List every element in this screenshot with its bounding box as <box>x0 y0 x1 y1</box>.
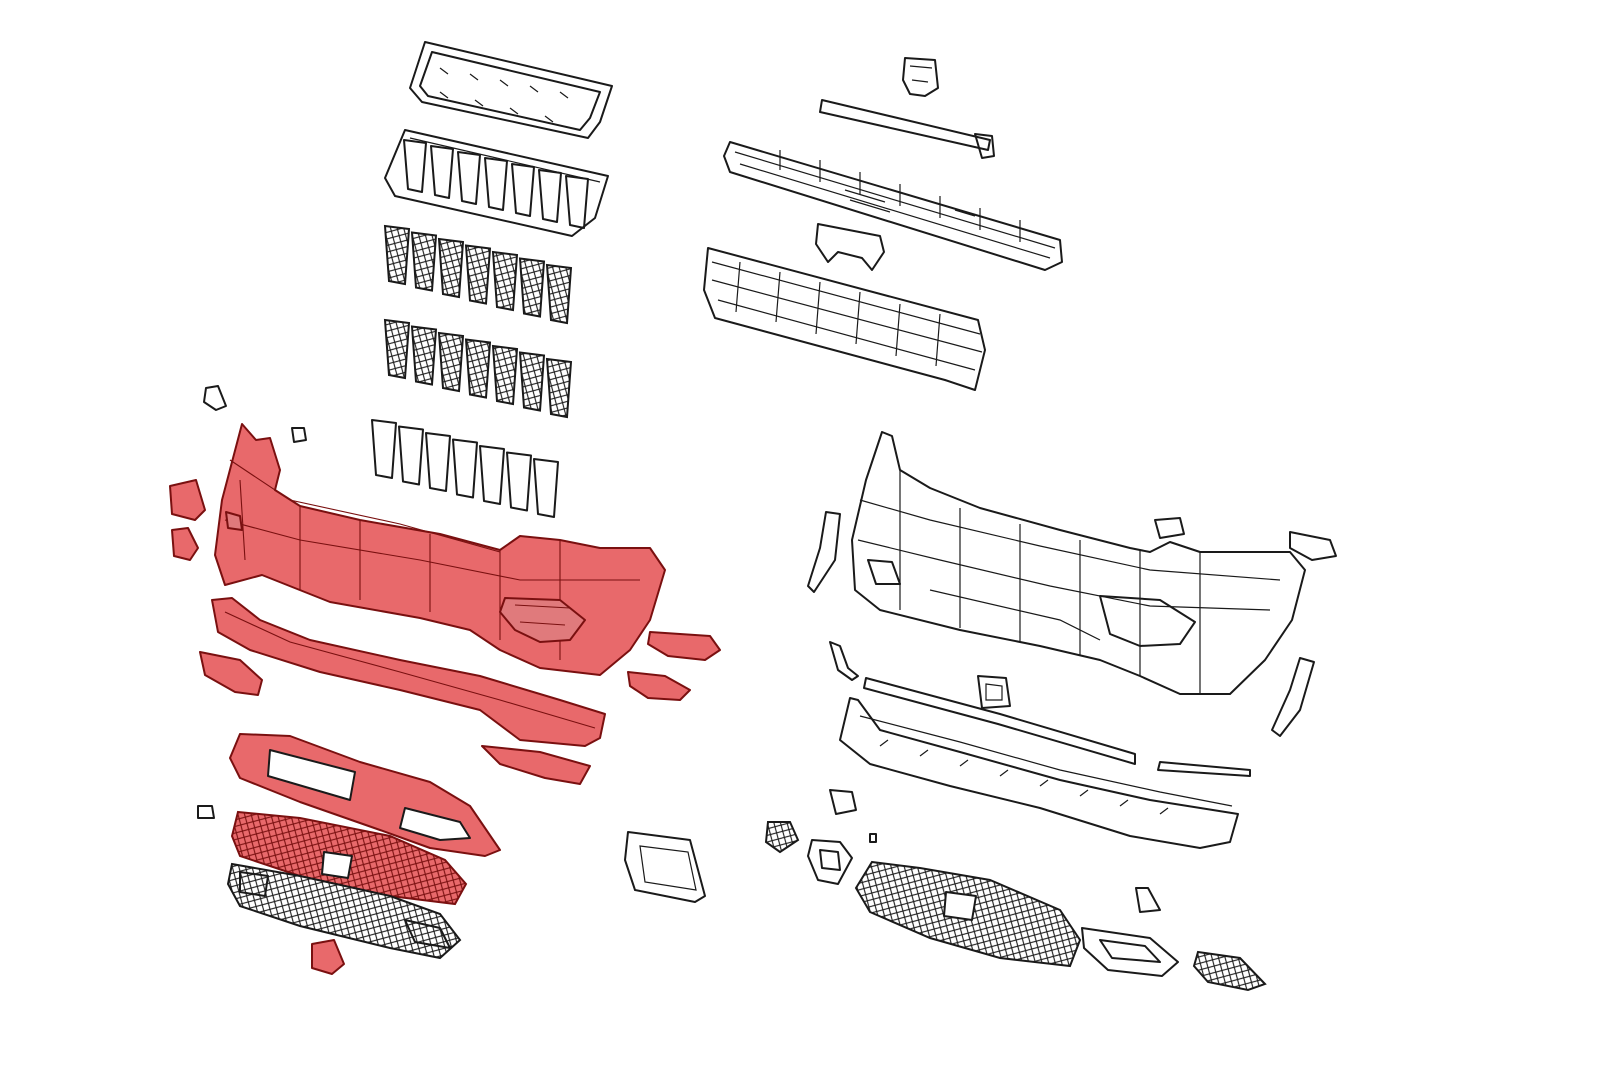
center-bracket <box>815 223 885 271</box>
grille-slot <box>565 175 589 229</box>
grille-slot <box>437 237 465 299</box>
grille-slot <box>410 325 438 386</box>
grille-slot <box>518 257 546 318</box>
grille-slot <box>484 157 508 211</box>
grille-slot <box>437 331 465 393</box>
grille-slot <box>457 151 481 205</box>
grille-slot <box>398 425 424 486</box>
front-fascia <box>214 423 666 676</box>
grille-shell <box>384 129 609 237</box>
tow-hook-cover <box>311 939 345 975</box>
upper-clip <box>902 57 939 97</box>
grille-slot <box>464 338 492 399</box>
fog-bezels-alt <box>807 839 1179 977</box>
air-dam <box>839 697 1239 849</box>
grille-slot <box>425 432 451 492</box>
front-fascia-alt <box>851 431 1306 695</box>
grille-slot <box>511 163 535 217</box>
grille-slot <box>452 438 478 499</box>
grille-slot <box>371 419 397 479</box>
small-fasteners-left <box>197 385 307 819</box>
grille-slot <box>383 224 411 286</box>
grille-slot <box>464 244 492 305</box>
grille-insert-upper <box>383 224 573 325</box>
grille-slot <box>545 357 573 419</box>
grille-slot <box>545 263 573 325</box>
lower-grille-surround <box>229 733 501 857</box>
mesh-inserts <box>764 821 1267 992</box>
grille-insert-lower <box>383 318 573 419</box>
reinforcement-beam <box>723 141 1063 271</box>
lip-strips-alt <box>829 641 1251 777</box>
small-fasteners-right <box>829 789 1161 913</box>
grille-slot <box>491 344 519 406</box>
license-bracket <box>624 831 706 903</box>
grille-rings <box>371 419 559 518</box>
energy-absorber <box>703 247 986 391</box>
grille-frame <box>409 41 613 139</box>
lower-lip <box>211 597 606 747</box>
grille-slot <box>410 231 438 292</box>
grille-slot <box>491 250 519 312</box>
lower-grille-insert-black <box>226 862 462 960</box>
grille-slot <box>506 451 532 512</box>
upper-retainer-strip <box>819 99 995 159</box>
side-brackets <box>807 511 1337 737</box>
lower-grille-alt <box>854 860 1082 968</box>
grille-slot <box>403 139 427 193</box>
grille-slot <box>518 351 546 412</box>
grille-slot <box>538 169 562 223</box>
grille-slot <box>533 458 559 518</box>
grille-slot <box>383 318 411 380</box>
grille-slot <box>430 145 454 199</box>
fog-bezels <box>169 479 721 785</box>
grille-slot <box>479 445 505 505</box>
tow-hook-bezel-alt <box>977 675 1011 709</box>
lower-grille-insert <box>230 810 468 906</box>
